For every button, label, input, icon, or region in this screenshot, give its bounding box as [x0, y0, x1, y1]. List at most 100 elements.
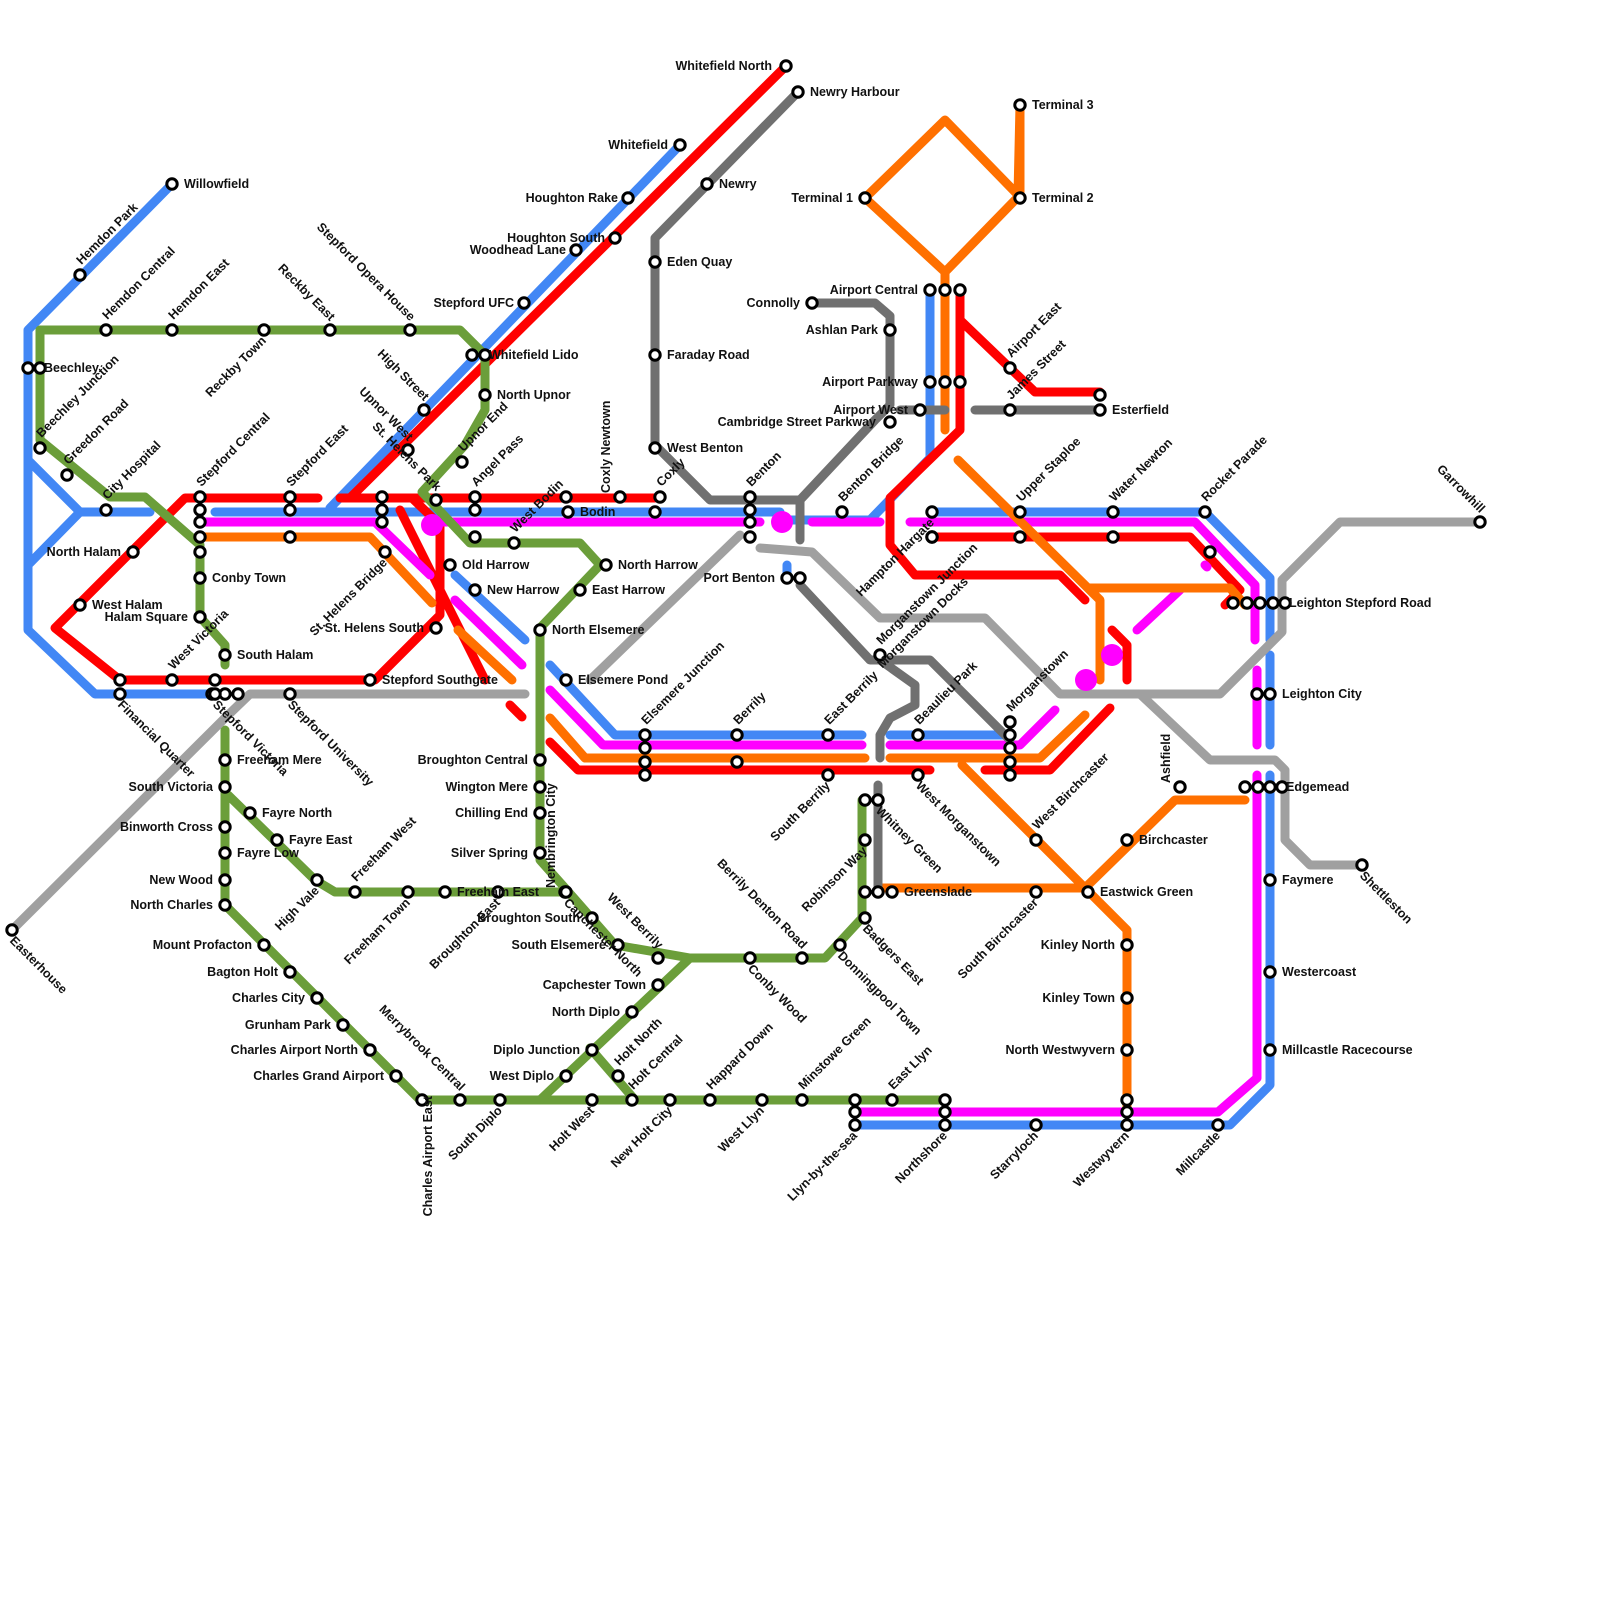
- red-line-segment: [885, 285, 1090, 605]
- station-marker-hemdon-park: [73, 268, 87, 282]
- station-label-whitefield-north: Whitefield North: [675, 59, 772, 73]
- station-label-west-benton: West Benton: [667, 441, 743, 455]
- station-label-northshore: Northshore: [892, 1129, 950, 1187]
- light-grey-line-segment: [7, 689, 530, 935]
- station-marker-upnor-west: [401, 443, 415, 457]
- station-label-financial-quarter: Financial Quarter: [115, 698, 198, 781]
- orange-line-segment: [453, 625, 517, 685]
- station-label-south-elsemere: South Elsemere: [512, 938, 607, 952]
- magenta-line-segment: [905, 517, 1260, 645]
- station-marker-llyn-by-the-sea: [848, 1118, 862, 1132]
- station-marker-east-llyn: [885, 1093, 899, 1107]
- station-marker-morganstown-junction: [873, 648, 887, 662]
- station-label-woodhead-lane: Woodhead Lane: [470, 243, 566, 257]
- station-label-reckby-east: Reckby East: [275, 261, 338, 324]
- station-marker-rocket-parade: [1198, 505, 1212, 519]
- station-marker-whitefield: [673, 138, 687, 152]
- station-marker-berrily-denton-road: [795, 951, 809, 965]
- station-marker-badgers-east: [858, 911, 872, 925]
- interchange-blob: [771, 511, 793, 533]
- magenta-line-segment: [850, 770, 1262, 1117]
- station-marker-airport-parkway: [923, 375, 937, 389]
- station-label-north-elsemere: North Elsemere: [552, 623, 644, 637]
- station-marker-hemdon-east: [165, 323, 179, 337]
- station-label-benton: Benton: [744, 449, 784, 489]
- station-label-west-halam: West Halam: [92, 598, 163, 612]
- station-marker-stepford-central: [193, 490, 207, 504]
- station-marker-northshore: [938, 1118, 952, 1132]
- station-label-broughton-east: Broughton East: [427, 895, 504, 972]
- station-marker-west-halam: [73, 598, 87, 612]
- station-label-grunham-park: Grunham Park: [245, 1018, 331, 1032]
- station-label-bodin: Bodin: [580, 505, 615, 519]
- station-marker-bagton-holt: [283, 965, 297, 979]
- magenta-line-segment: [200, 517, 435, 580]
- orange-line-segment: [545, 713, 870, 763]
- station-marker-elsemere-junction: [638, 728, 652, 742]
- station-label-west-llyn: West Llyn: [715, 1104, 766, 1155]
- station-label-hemdon-park: Hemdon Park: [74, 200, 141, 267]
- station-marker-terminal-3: [1013, 98, 1027, 112]
- red-line-segment: [345, 61, 791, 503]
- station-marker-north-charles: [218, 898, 232, 912]
- station-marker-reckby-east: [323, 323, 337, 337]
- station-marker-st-helens-bridge: [378, 545, 392, 559]
- station-marker-millcastle-racecourse: [1263, 1043, 1277, 1057]
- station-marker-st-helens-south: [429, 621, 443, 635]
- station-marker-upper-staploe: [1013, 505, 1027, 519]
- station-label-halam-square: Halam Square: [105, 610, 188, 624]
- interchange-station-marker: [1226, 596, 1240, 610]
- interchange-station-marker: [21, 361, 35, 375]
- dark-grey-line-segment: [795, 580, 1015, 745]
- station-label-stepford-ufc: Stepford UFC: [433, 296, 514, 310]
- station-marker-whitney-green: [871, 793, 885, 807]
- station-marker-newry-harbour: [791, 85, 805, 99]
- interchange-station-marker: [1253, 596, 1267, 610]
- station-label-morganstown: Morganstown: [1004, 647, 1071, 714]
- station-label-terminal-1: Terminal 1: [791, 191, 853, 205]
- station-marker-easterhouse: [5, 923, 19, 937]
- station-marker-grunham-park: [336, 1018, 350, 1032]
- station-marker-freeham-mere: [218, 753, 232, 767]
- station-marker-airport-west: [913, 403, 927, 417]
- station-label-airport-parkway: Airport Parkway: [822, 375, 918, 389]
- interchange-station-marker: [193, 515, 207, 529]
- station-marker-stepford-ufc: [517, 296, 531, 310]
- station-marker-stepford-opera-house: [403, 323, 417, 337]
- station-label-fayre-north: Fayre North: [262, 806, 332, 820]
- station-label-berrily-denton-road: Berrily Denton Road: [714, 856, 809, 951]
- interchange-station-marker: [1250, 687, 1264, 701]
- station-marker-james-street: [1003, 403, 1017, 417]
- interchange-station-marker: [858, 793, 872, 807]
- interchange-station-marker: [1093, 388, 1107, 402]
- station-marker-south-berrily: [821, 768, 835, 782]
- station-label-fayre-east: Fayre East: [289, 833, 353, 847]
- station-label-faymere: Faymere: [1282, 873, 1333, 887]
- station-label-conby-town: Conby Town: [212, 571, 286, 585]
- station-marker-high-vale: [310, 873, 324, 887]
- station-label-airport-west: Airport West: [833, 403, 909, 417]
- interchange-station-marker: [1120, 1093, 1134, 1107]
- station-label-merrybrook-central: Merrybrook Central: [376, 1002, 467, 1093]
- station-marker-eden-quay: [648, 255, 662, 269]
- station-label-newry-harbour: Newry Harbour: [810, 85, 900, 99]
- station-label-east-llyn: East Llyn: [886, 1043, 935, 1092]
- interchange-station-marker: [938, 1105, 952, 1119]
- station-marker-east-berrily: [821, 728, 835, 742]
- station-marker-edgemead: [1275, 780, 1289, 794]
- station-label-terminal-2: Terminal 2: [1032, 191, 1094, 205]
- station-marker-west-morganstown: [911, 768, 925, 782]
- station-marker-hemdon-central: [99, 323, 113, 337]
- station-label-llyn-by-the-sea: Llyn-by-the-sea: [785, 1128, 861, 1204]
- station-label-stepford-central: Stepford Central: [194, 410, 273, 489]
- station-marker-freeham-west: [348, 885, 362, 899]
- station-marker-conby-town: [193, 571, 207, 585]
- station-label-stepford-southgate: Stepford Southgate: [382, 673, 498, 687]
- interchange-station-marker: [1003, 741, 1017, 755]
- interchange-station-marker: [848, 1093, 862, 1107]
- station-label-south-berrily: South Berrily: [768, 779, 833, 844]
- interchange-station-marker: [953, 283, 967, 297]
- station-label-nembrington-city: Nembrington City: [544, 783, 558, 888]
- station-label-easterhouse: Easterhouse: [7, 934, 70, 997]
- station-label-rocket-parade: Rocket Parade: [1199, 433, 1270, 504]
